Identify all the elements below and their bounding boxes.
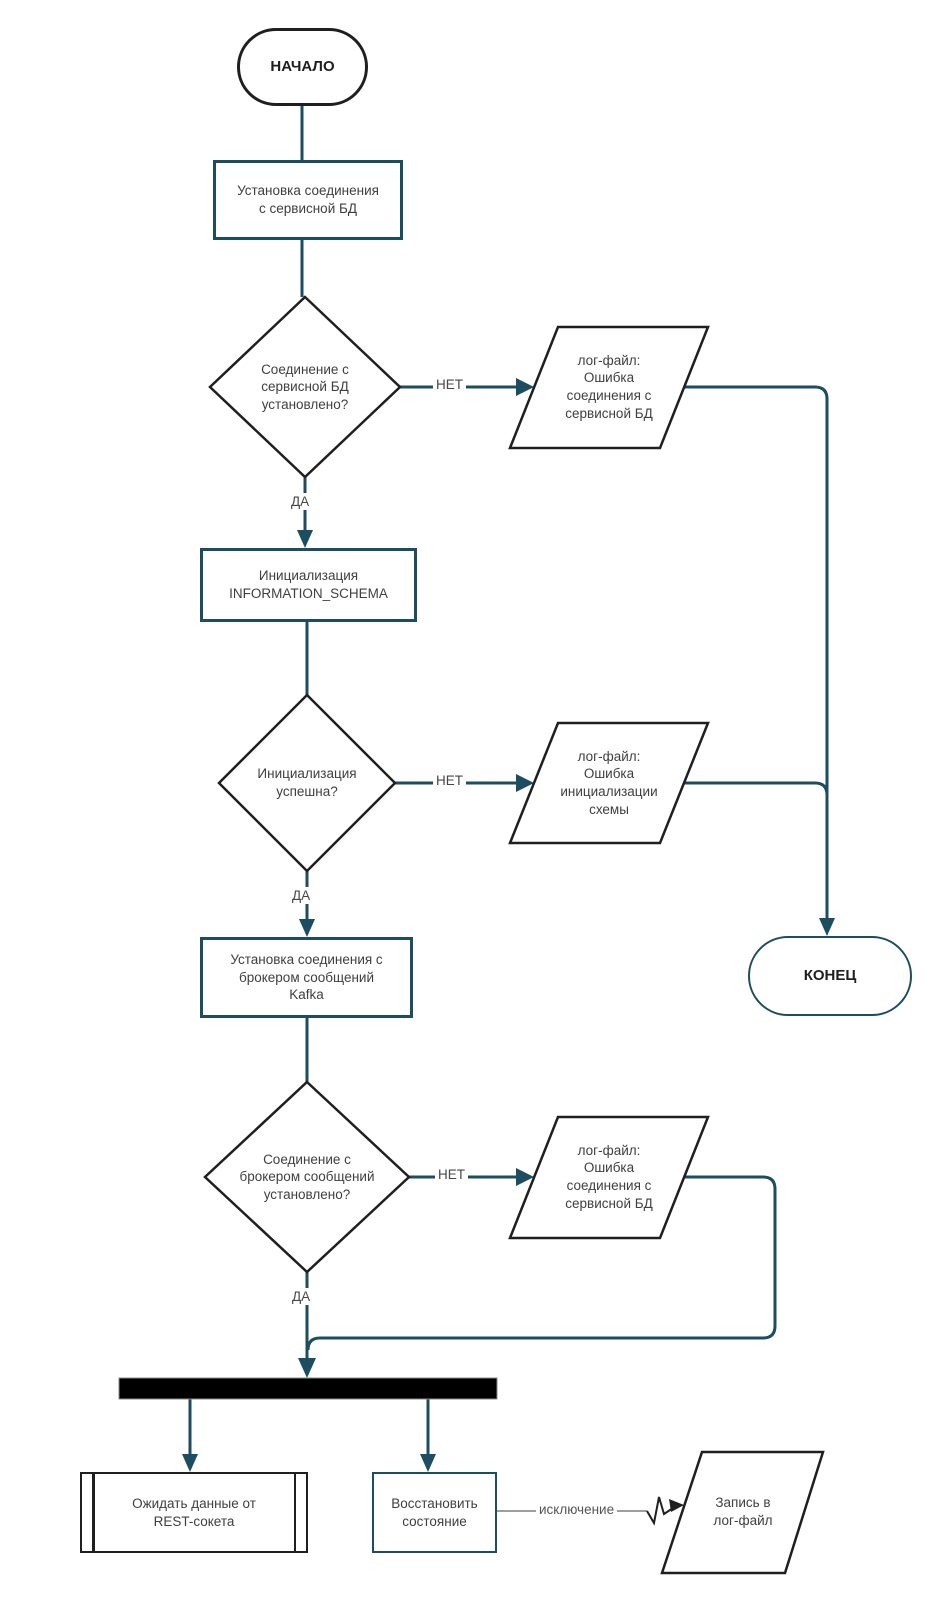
arrowhead-into-wait-rest	[182, 1454, 198, 1472]
arrowhead-into-restore	[420, 1454, 436, 1472]
connector-log2-merge	[684, 781, 829, 796]
io-log-init-error-shape	[508, 721, 710, 845]
connector-log3-loopback	[306, 1175, 777, 1351]
decision-db-connected-shape	[208, 295, 402, 479]
process-init-schema: Инициализация INFORMATION_SCHEMA	[200, 548, 417, 622]
edge-label-exception: исключение	[536, 1501, 618, 1518]
arrowhead-into-kafka	[299, 919, 315, 937]
io-log-write-shape	[660, 1450, 825, 1575]
arrowhead-into-fork-bar	[298, 1358, 316, 1378]
end-terminal: КОНЕЦ	[748, 936, 912, 1016]
edge-label-yes-3: ДА	[289, 1288, 314, 1305]
process-connect-db: Установка соединения с сервисной БД	[213, 160, 403, 240]
connector-log1-to-end	[684, 385, 829, 918]
predefined-right-bar-icon	[293, 1474, 296, 1551]
arrowhead-into-log-write	[669, 1499, 684, 1512]
process-connect-kafka: Установка соединения с брокером сообщени…	[200, 937, 413, 1018]
start-terminal: НАЧАЛО	[237, 28, 368, 106]
decision-kafka-connected-shape	[203, 1080, 411, 1274]
edge-label-no-2: НЕТ	[433, 772, 466, 789]
edge-label-no-1: НЕТ	[433, 376, 466, 393]
fork-bar	[118, 1377, 498, 1400]
arrowhead-into-log1	[516, 378, 534, 396]
predefined-wait-rest-label: Ожидать данные от REST-сокета	[132, 1495, 256, 1529]
edge-label-no-3: НЕТ	[435, 1166, 468, 1183]
predefined-left-bar-icon	[92, 1474, 95, 1551]
process-restore-state: Восстановить состояние	[372, 1472, 497, 1553]
edge-label-yes-2: ДА	[289, 887, 314, 904]
io-log-db-error-2-shape	[508, 1115, 710, 1240]
predefined-wait-rest: Ожидать данные от REST-сокета	[80, 1472, 308, 1553]
edge-label-yes-1: ДА	[288, 493, 313, 510]
arrowhead-into-init-schema	[297, 530, 313, 548]
arrowhead-into-log3	[516, 1168, 534, 1186]
exception-zigzag-icon	[646, 1496, 677, 1526]
arrowhead-into-log2	[516, 774, 534, 792]
arrowhead-into-end	[819, 918, 835, 936]
decision-init-ok-shape	[217, 693, 397, 873]
io-log-db-error-1-shape	[508, 325, 710, 450]
